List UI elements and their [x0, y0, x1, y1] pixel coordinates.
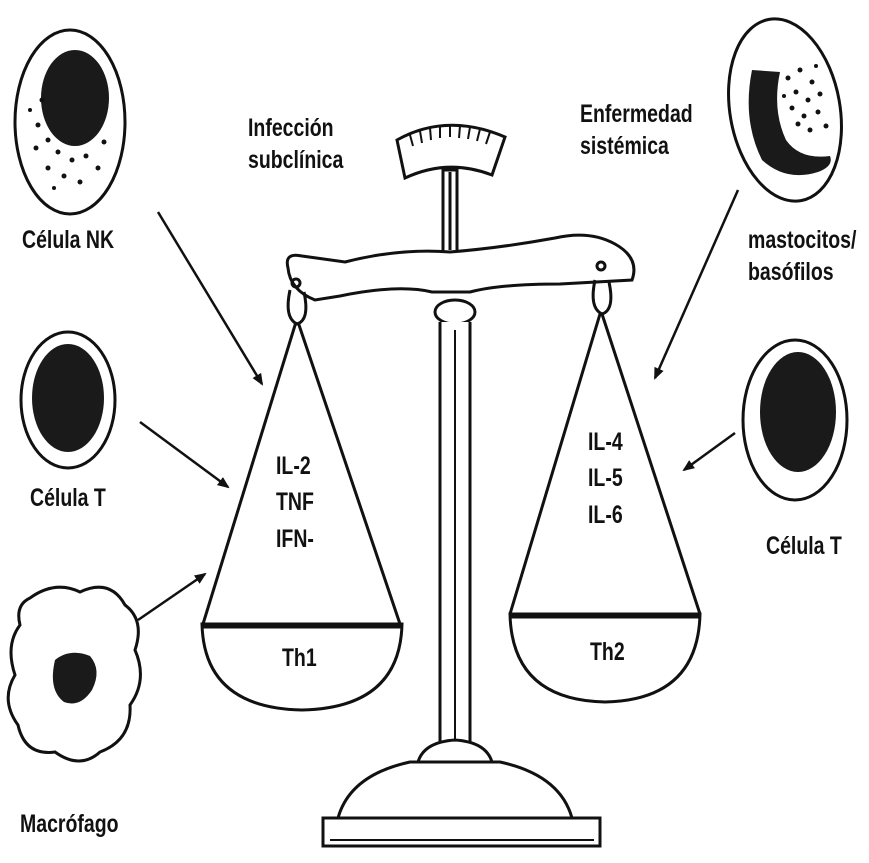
scale-beam [287, 235, 634, 300]
mast-label-line: mastocitos/ [748, 224, 856, 256]
mast-label-line: basófilos [748, 256, 856, 288]
left-pan-name: Th1 [282, 642, 317, 674]
cytokine-label: IL-6 [588, 497, 623, 533]
top-right-caption: Enfermedad sistémica [580, 98, 693, 162]
cytokine-label: IFN- [276, 521, 314, 557]
arrow-nk-to-th1 [158, 212, 262, 384]
cytokine-label: TNF [276, 484, 314, 520]
nk-cell [15, 30, 125, 214]
macrophage-label: Macrófago [20, 808, 119, 840]
macrophage [8, 587, 140, 761]
pillar-foot [418, 740, 492, 762]
arrow-tcell-to-th1 [140, 422, 228, 487]
arrow-mast-to-th2 [655, 190, 738, 378]
caption-line: subclínica [248, 144, 343, 176]
pillar-knob [435, 300, 475, 324]
nk-cell-label: Célula NK [22, 224, 114, 256]
cytokine-label: IL-2 [276, 448, 314, 484]
scale-plinth [323, 818, 600, 846]
right-pan-cytokines: IL-4 IL-5 IL-6 [588, 424, 623, 533]
left-hook [288, 290, 306, 324]
caption-line: sistémica [580, 130, 693, 162]
arrow-macrophage-to-th1 [138, 574, 205, 620]
right-string-a [510, 314, 600, 614]
mast-cell-label: mastocitos/ basófilos [748, 224, 856, 288]
arrow-tcell-to-th2 [684, 433, 735, 470]
mast-cell [715, 10, 855, 210]
cytokine-label: IL-4 [588, 424, 623, 460]
right-pan-name: Th2 [590, 636, 625, 668]
cytokine-label: IL-5 [588, 460, 623, 496]
t-cell-left [21, 332, 115, 468]
caption-line: Enfermedad [580, 98, 693, 130]
caption-line: Infección [248, 112, 343, 144]
t-cell-left-label: Célula T [30, 482, 106, 514]
right-hook [593, 280, 611, 314]
scale-base [338, 762, 572, 818]
top-left-caption: Infección subclínica [248, 112, 343, 176]
t-cell-right-label: Célula T [766, 530, 842, 562]
t-cell-right [743, 340, 847, 500]
left-pan-cytokines: IL-2 TNF IFN- [276, 448, 314, 557]
